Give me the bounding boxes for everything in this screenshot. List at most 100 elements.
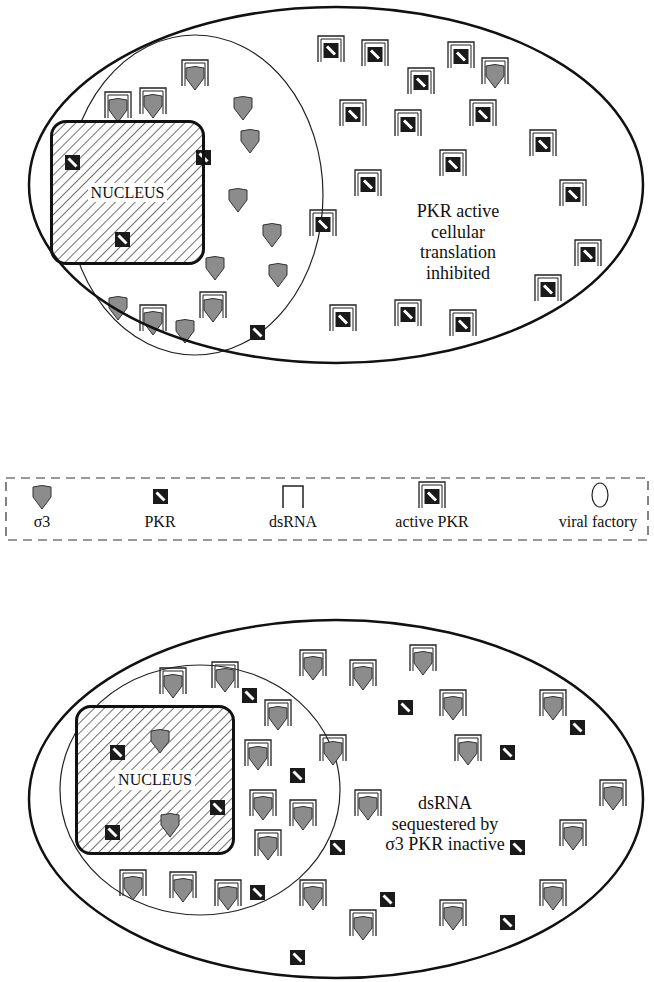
legend-label: viral factory xyxy=(559,512,638,531)
nucleus-label-wrap: NUCLEUS xyxy=(78,708,232,852)
sigma3-dsrna xyxy=(440,690,466,720)
sigma3-dsrna xyxy=(182,60,208,90)
active-pkr xyxy=(448,42,474,68)
pkr-symbol xyxy=(115,232,130,247)
pkr-symbol xyxy=(105,825,120,840)
sigma3-dsrna xyxy=(140,88,166,118)
cell-state-label: dsRNA sequestered by σ3 PKR inactive xyxy=(385,793,505,855)
pkr-symbol xyxy=(290,768,305,783)
pkr-symbol xyxy=(65,155,80,170)
legend-pkr-symbol xyxy=(153,489,168,504)
nucleus-label: NUCLEUS xyxy=(115,770,195,789)
sigma3-symbol xyxy=(263,224,281,248)
legend-label: dsRNA xyxy=(269,512,317,531)
viral-factory xyxy=(60,665,340,915)
pkr-symbol xyxy=(250,885,265,900)
sigma3-dsrna xyxy=(290,800,316,830)
active-pkr xyxy=(395,110,421,136)
legend-viral-factory-symbol xyxy=(592,483,608,507)
cell-membrane-line xyxy=(29,7,643,363)
pkr-symbol xyxy=(500,915,515,930)
sigma3-dsrna xyxy=(300,880,326,910)
active-pkr xyxy=(535,275,561,301)
sigma3-dsrna xyxy=(320,735,346,765)
legend-dsrna-symbol xyxy=(283,486,303,508)
active-pkr xyxy=(440,150,466,176)
sigma3-dsrna xyxy=(265,700,291,730)
active-pkr xyxy=(450,310,476,336)
legend-sigma3-symbol xyxy=(33,486,51,510)
sigma3-dsrna xyxy=(170,872,196,902)
legend-label: PKR xyxy=(144,512,175,531)
active-pkr xyxy=(310,210,336,236)
nucleus-label: NUCLEUS xyxy=(88,183,168,202)
active-pkr xyxy=(340,100,366,126)
sigma3-symbol xyxy=(161,814,179,838)
sigma3-dsrna xyxy=(355,790,381,820)
nucleus-box: NUCLEUS xyxy=(75,705,235,855)
pkr-symbol xyxy=(242,688,257,703)
sigma3-dsrna xyxy=(455,735,481,765)
active-pkr xyxy=(470,100,496,126)
sigma3-dsrna xyxy=(250,790,276,820)
sigma3-dsrna xyxy=(215,880,241,910)
sigma3-symbol xyxy=(206,257,224,281)
sigma3-dsrna xyxy=(540,880,566,910)
nucleus-box: NUCLEUS xyxy=(50,120,205,265)
active-pkr xyxy=(530,130,556,156)
sigma3-dsrna xyxy=(440,900,466,930)
nucleus-ground xyxy=(75,705,235,855)
sigma3-dsrna xyxy=(160,668,186,698)
pkr-symbol xyxy=(510,840,525,855)
sigma3-dsrna xyxy=(560,820,586,850)
pkr-symbol xyxy=(570,720,585,735)
pkr-symbol xyxy=(110,745,125,760)
legend xyxy=(6,478,648,540)
sigma3-dsrna xyxy=(245,740,271,770)
legend-frame xyxy=(6,478,648,540)
active-pkr xyxy=(395,300,421,326)
legend-active-pkr-symbol xyxy=(419,482,445,508)
sigma3-dsrna xyxy=(255,830,281,860)
sigma3-dsrna xyxy=(540,690,566,720)
sigma3-symbol xyxy=(109,297,127,321)
legend-label: active PKR xyxy=(395,512,468,531)
pkr-symbol xyxy=(250,325,265,340)
active-pkr xyxy=(355,170,381,196)
active-pkr xyxy=(575,240,601,266)
sigma3-symbol xyxy=(151,730,169,754)
sigma3-dsrna xyxy=(200,292,226,322)
nucleus-hatch xyxy=(50,120,205,265)
cell-outline: PKR active cellular translation inhibite… xyxy=(27,5,645,365)
pkr-symbol xyxy=(290,950,305,965)
top-cell-molecules xyxy=(65,36,601,343)
pkr-symbol xyxy=(398,700,413,715)
sigma3-dsrna xyxy=(350,910,376,940)
bottom-cell-molecules xyxy=(105,645,626,965)
pkr-symbol xyxy=(210,800,225,815)
sigma3-dsrna xyxy=(410,645,436,675)
sigma3-symbol xyxy=(269,264,287,288)
nucleus-hatch xyxy=(75,705,235,855)
nucleus-label-wrap: NUCLEUS xyxy=(53,123,202,262)
pkr-symbol xyxy=(330,840,345,855)
active-pkr xyxy=(362,40,388,66)
sigma3-symbol xyxy=(229,189,247,213)
sigma3-dsrna xyxy=(350,660,376,690)
nucleus-ground xyxy=(50,120,205,265)
sigma3-dsrna xyxy=(212,662,238,692)
sigma3-symbol xyxy=(241,130,259,154)
active-pkr xyxy=(330,305,356,331)
sigma3-dsrna xyxy=(300,650,326,680)
cell-membrane xyxy=(27,618,645,980)
legend-label: σ3 xyxy=(34,512,51,531)
active-pkr xyxy=(318,36,344,62)
active-pkr xyxy=(560,180,586,206)
sigma3-symbol xyxy=(234,97,252,121)
pkr-symbol xyxy=(380,892,395,907)
sigma3-dsrna xyxy=(600,780,626,810)
cell-outline: dsRNA sequestered by σ3 PKR inactive NUCL… xyxy=(27,618,645,980)
pkr-symbol xyxy=(500,745,515,760)
